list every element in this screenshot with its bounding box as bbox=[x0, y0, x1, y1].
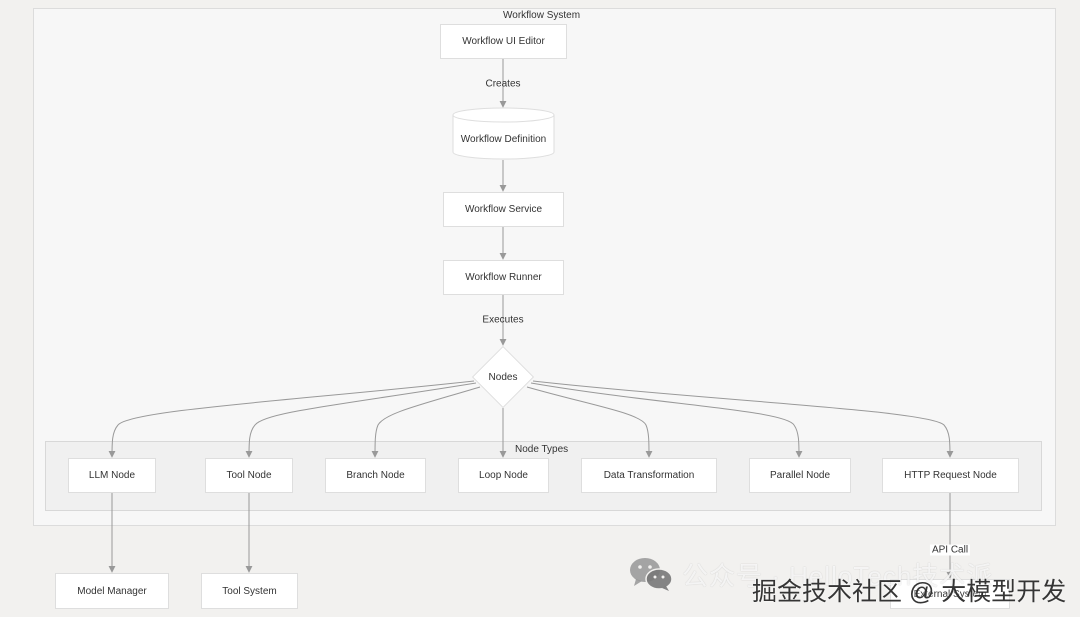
edge-nodes-tool bbox=[245, 382, 477, 458]
edge-label-api-call: API Call bbox=[929, 544, 971, 556]
edge-nodes-http bbox=[532, 380, 954, 458]
edge-label-executes: Executes bbox=[482, 314, 524, 326]
node-http-request: HTTP Request Node bbox=[882, 458, 1019, 493]
node-data-transformation: Data Transformation bbox=[581, 458, 717, 493]
node-parallel: Parallel Node bbox=[749, 458, 851, 493]
node-nodes-label: Nodes bbox=[488, 371, 518, 383]
edge-nodes-llm bbox=[108, 380, 475, 458]
node-workflow-definition: Workflow Definition bbox=[460, 134, 547, 145]
node-workflow-definition-shape bbox=[452, 107, 555, 160]
cluster-title-node-types: Node Types bbox=[515, 444, 569, 455]
node-model-manager: Model Manager bbox=[55, 573, 169, 609]
edge-nodes-branch bbox=[371, 386, 481, 458]
node-tool: Tool Node bbox=[205, 458, 293, 493]
edge-nodes-parallel bbox=[530, 382, 803, 458]
node-branch: Branch Node bbox=[325, 458, 426, 493]
node-workflow-ui-editor: Workflow UI Editor bbox=[440, 24, 567, 59]
node-nodes-decision: Nodes bbox=[471, 345, 535, 409]
node-workflow-runner: Workflow Runner bbox=[443, 260, 564, 295]
cluster-title-workflow-system: Workflow System bbox=[503, 10, 581, 21]
node-llm: LLM Node bbox=[68, 458, 156, 493]
edge-label-creates: Creates bbox=[485, 78, 521, 90]
node-loop: Loop Node bbox=[458, 458, 549, 493]
node-workflow-service: Workflow Service bbox=[443, 192, 564, 227]
node-external-system: External System bbox=[890, 579, 1010, 609]
edge-nodes-data bbox=[526, 386, 653, 458]
node-tool-system: Tool System bbox=[201, 573, 298, 609]
